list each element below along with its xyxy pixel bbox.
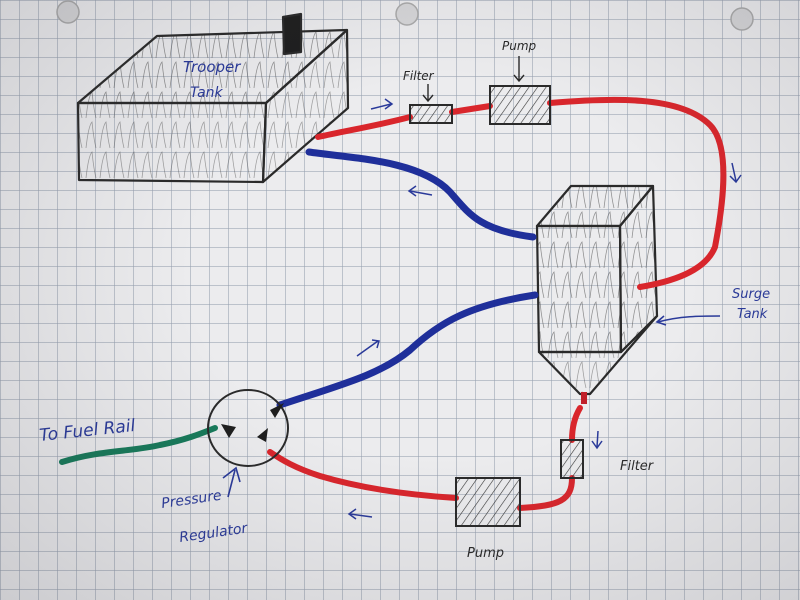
flow-arrow-to-regulator — [347, 508, 373, 520]
binder-hole — [395, 2, 419, 26]
top-filter-label: Filter — [403, 69, 435, 83]
top-pump — [489, 85, 551, 125]
surge-tank — [535, 184, 659, 396]
feed-line-filter-to-pump — [449, 103, 493, 115]
fuel-rail-line — [59, 425, 218, 465]
to-fuel-rail-label: To Fuel Rail — [38, 416, 136, 446]
tank-front-face — [76, 101, 268, 184]
bottom-filter — [560, 439, 584, 479]
top-filter — [409, 104, 453, 124]
feed-line-surge-to-filter — [569, 405, 583, 443]
feed-line-tank-to-filter — [315, 114, 413, 140]
tank-filler-cap — [281, 12, 303, 56]
pressure-regulator — [207, 389, 289, 467]
pressure-regulator-label-line2: Regulator — [178, 520, 249, 546]
flow-arrow-down-right — [729, 162, 742, 184]
trooper-tank-label-line2: Tank — [190, 85, 224, 101]
flow-arrow-to-filter — [370, 98, 394, 110]
flow-arrow-to-surge — [356, 339, 380, 357]
bottom-pump-label: Pump — [467, 546, 504, 561]
return-line-surge-to-tank — [305, 148, 537, 241]
trooper-tank — [76, 12, 350, 184]
bottom-filter-label: Filter — [620, 459, 655, 474]
surge-label-arrowhead — [655, 315, 667, 326]
top-pump-label-arrow — [513, 56, 525, 83]
surge-front-face — [535, 224, 623, 354]
regulator-label-arrow — [222, 466, 241, 498]
surge-tank-label-line2: Tank — [737, 307, 768, 322]
surge-label-arrow — [657, 315, 721, 323]
feed-line-pump-to-regulator — [267, 449, 459, 501]
tank-side-face — [261, 28, 350, 184]
binder-hole — [730, 7, 754, 31]
surge-tank-label-line1: Surge — [732, 287, 770, 302]
regulator-body — [207, 389, 289, 467]
surge-funnel — [537, 314, 659, 396]
regulator-port-bottom — [257, 428, 268, 442]
binder-holes — [56, 0, 754, 31]
bottom-pump — [455, 477, 521, 527]
top-filter-label-arrow — [422, 84, 434, 103]
regulator-to-surge-line — [276, 291, 539, 409]
feed-line-filter-to-pump-bottom — [517, 475, 575, 511]
flow-arrow-to-bottom-filter — [591, 430, 603, 450]
regulator-port-top — [270, 403, 284, 418]
flow-arrow-return-left — [407, 185, 433, 197]
trooper-tank-label-line1: Trooper — [183, 58, 241, 76]
top-pump-label: Pump — [502, 39, 537, 53]
pressure-regulator-label-line1: Pressure — [160, 488, 222, 512]
binder-hole — [56, 0, 80, 24]
regulator-port-left — [221, 424, 236, 438]
feed-line-pump-to-surge — [547, 96, 727, 290]
